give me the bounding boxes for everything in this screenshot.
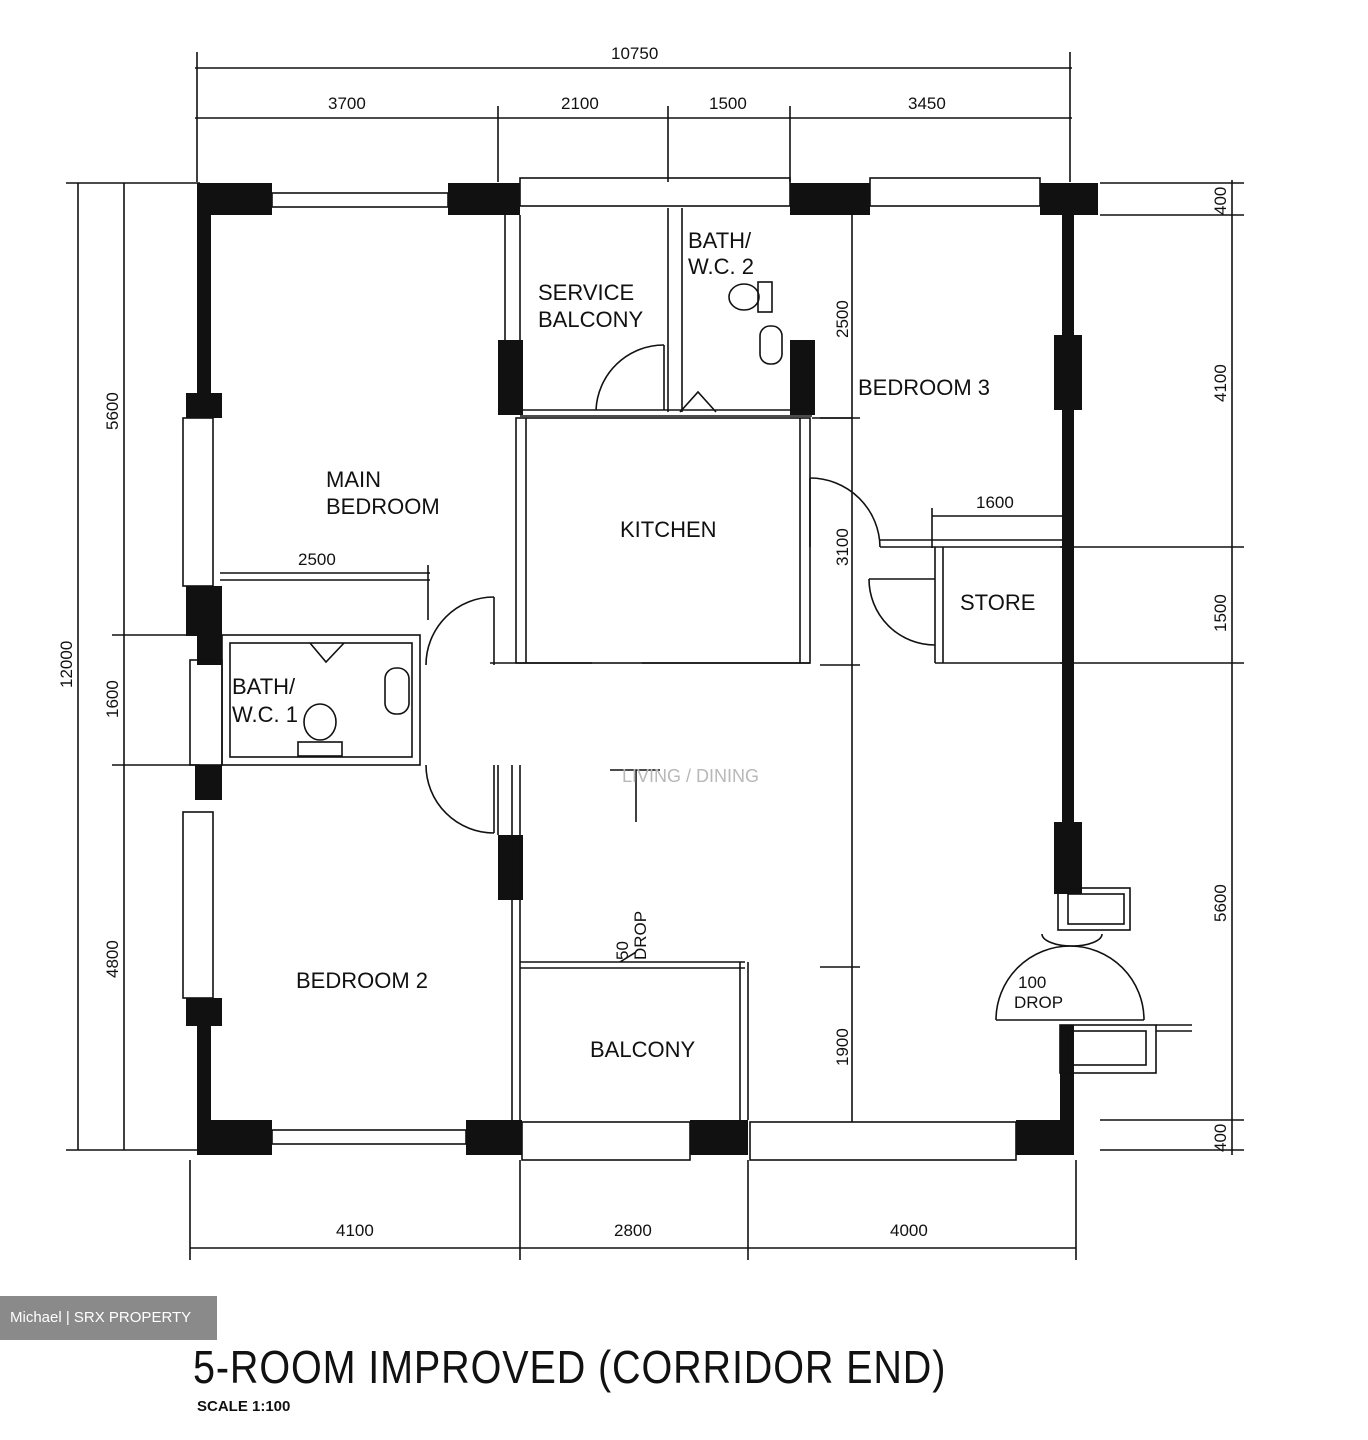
plan-scale: SCALE 1:100	[197, 1398, 291, 1415]
room-bedroom-2: BEDROOM 2	[296, 968, 428, 993]
dim-top-4: 3450	[908, 94, 946, 113]
dim-bottom-1: 4100	[336, 1221, 374, 1240]
room-bath-wc-2-line1: BATH/	[688, 228, 752, 253]
dim-top-3: 1500	[709, 94, 747, 113]
dim-bottom-3: 4000	[890, 1221, 928, 1240]
room-kitchen: KITCHEN	[620, 517, 717, 542]
room-service-balcony-line1: SERVICE	[538, 280, 634, 305]
room-service-balcony-line2: BALCONY	[538, 307, 643, 332]
room-main-bedroom-line2: BEDROOM	[326, 494, 440, 519]
room-bedroom-3: BEDROOM 3	[858, 375, 990, 400]
dim-right-2: 4100	[1211, 364, 1230, 402]
drop-balcony-value: 50	[613, 941, 632, 960]
dim-store-width: 1600	[976, 493, 1014, 512]
room-store: STORE	[960, 590, 1035, 615]
room-bath-wc-1-line2: W.C. 1	[232, 702, 298, 727]
plan-title: 5-ROOM IMPROVED (CORRIDOR END)	[193, 1341, 947, 1393]
room-balcony: BALCONY	[590, 1037, 695, 1062]
exterior-walls	[186, 183, 1098, 1155]
room-bath-wc-1-line1: BATH/	[232, 674, 296, 699]
dim-left-3: 4800	[103, 940, 122, 978]
dim-left-1: 5600	[103, 392, 122, 430]
interior-walls	[182, 177, 1192, 1161]
dim-left-total: 12000	[57, 641, 76, 688]
dimension-lines	[66, 52, 1244, 1260]
dim-right-1: 400	[1211, 187, 1230, 215]
dim-top-1: 3700	[328, 94, 366, 113]
dim-right-3: 1500	[1211, 594, 1230, 632]
dim-bedroom3-depth: 2500	[833, 300, 852, 338]
dim-right-4: 5600	[1211, 884, 1230, 922]
room-main-bedroom-line1: MAIN	[326, 467, 381, 492]
room-bath-wc-2-line2: W.C. 2	[688, 254, 754, 279]
dim-top-2: 2100	[561, 94, 599, 113]
dim-bottom-2: 2800	[614, 1221, 652, 1240]
dim-kitchen-depth: 3100	[833, 528, 852, 566]
dim-top-total: 10750	[611, 44, 658, 63]
room-living-dining: LIVING / DINING	[622, 766, 759, 786]
dim-left-2: 1600	[103, 680, 122, 718]
watermark-label: Michael | SRX PROPERTY	[0, 1296, 217, 1340]
dim-right-5: 400	[1211, 1124, 1230, 1152]
dim-main-bedroom-width: 2500	[298, 550, 336, 569]
drop-entry-value: 100	[1018, 973, 1046, 992]
drop-entry-label: DROP	[1014, 993, 1063, 1012]
dim-balcony-depth: 1900	[833, 1028, 852, 1066]
drop-balcony-label: DROP	[631, 911, 650, 960]
